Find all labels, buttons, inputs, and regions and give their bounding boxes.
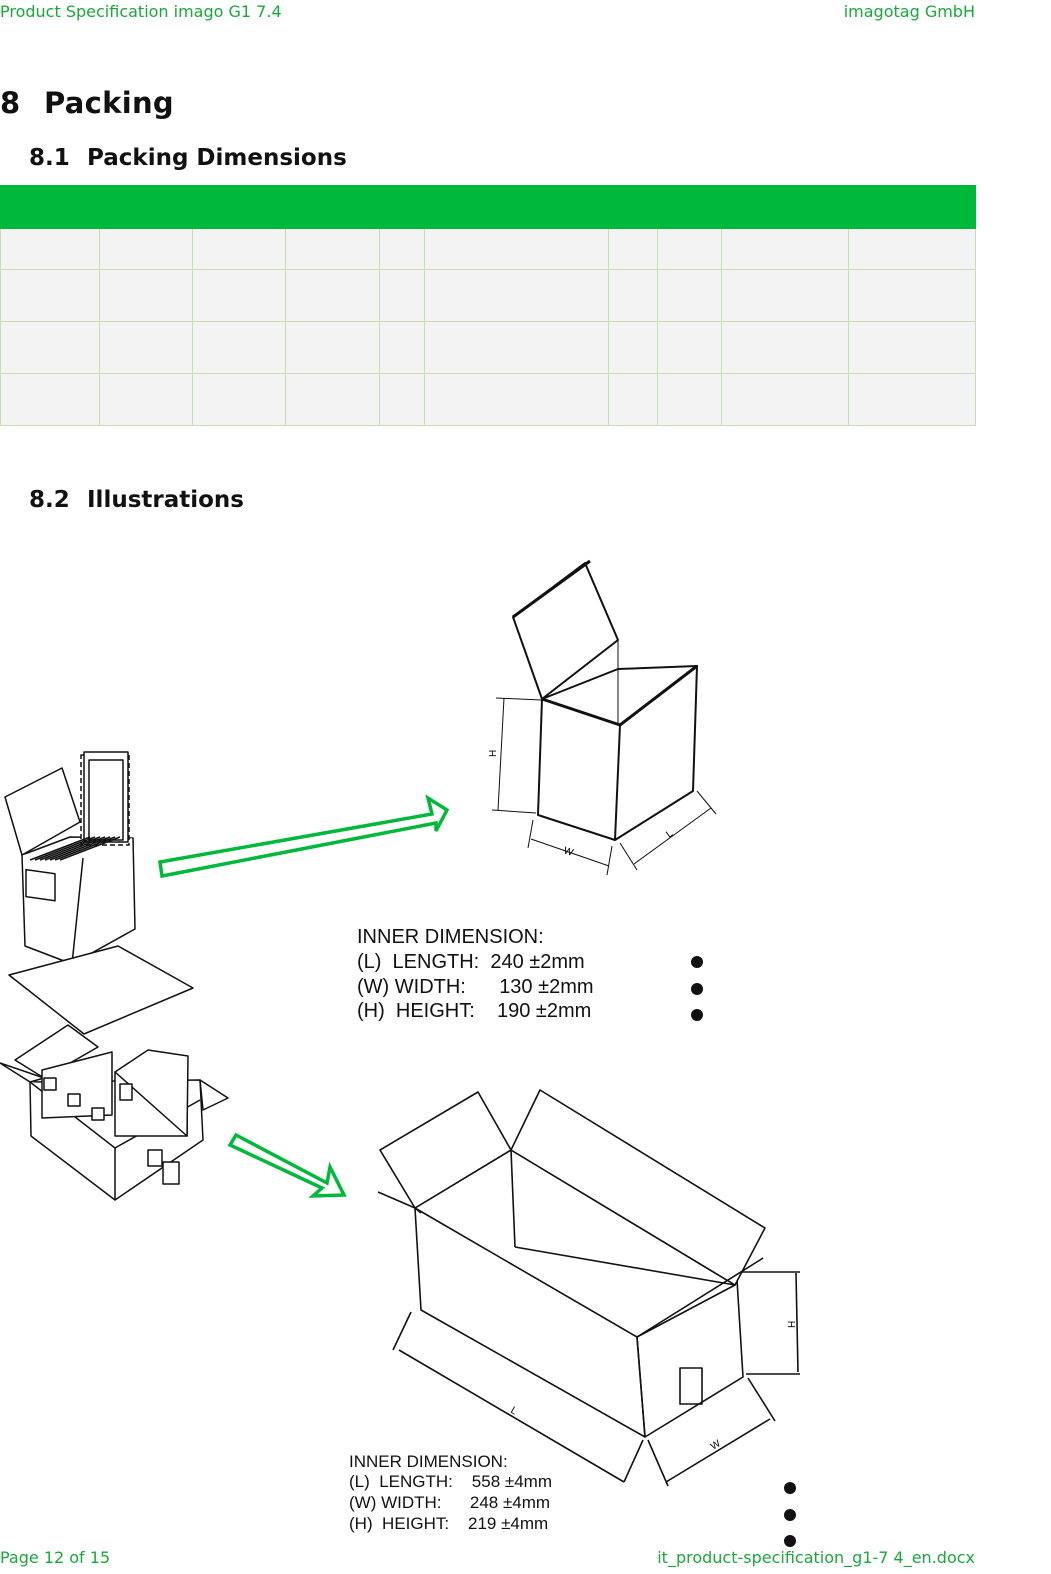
table-row (0, 373, 977, 426)
box-small-l-label: L (664, 828, 675, 840)
subsection-heading-illustrations: 8.2 Illustrations (29, 487, 244, 513)
inner-width: (W) WIDTH: 130 ±2mm (357, 976, 594, 998)
header-document-title: Product Specification imago G1 7.4 (0, 2, 282, 21)
section-title: Packing (44, 86, 174, 120)
packing-dimensions-table (0, 185, 977, 426)
arrow-icon (158, 794, 450, 1198)
subsection-number: 8.2 (29, 487, 70, 513)
subsection-number: 8.1 (29, 145, 70, 171)
inner-dimension-title: INNER DIMENSION: (357, 926, 544, 948)
section-number: 8 (0, 86, 21, 120)
box-small-h-label: H (488, 750, 499, 757)
table-row (0, 228, 977, 270)
table-row (0, 269, 977, 322)
box-large-h-label: H (787, 1321, 798, 1328)
section-heading-packing: 8 Packing (0, 86, 174, 120)
subsection-title: Illustrations (87, 487, 244, 513)
inner-height: (H) HEIGHT: 219 ±4mm (349, 1514, 548, 1533)
large-box-inner-dimension: INNER DIMENSION: (L) LENGTH: 558 ±4mm (W… (349, 1452, 552, 1533)
footer-page-number: Page 12 of 15 (0, 1548, 111, 1567)
footer-filename: it_product-specification_g1-7 4_en.docx (657, 1548, 975, 1567)
table-header-row (0, 185, 977, 229)
small-box-drawing (491, 559, 717, 876)
inner-dimension-title: INNER DIMENSION: (349, 1452, 508, 1471)
inner-length: (L) LENGTH: 558 ±4mm (349, 1472, 552, 1491)
box-large-l-label: L (509, 1405, 520, 1418)
label-carton-drawing (0, 751, 229, 1201)
header-company: imagotag GmbH (843, 2, 975, 21)
box-small-w-label: W (562, 845, 575, 859)
large-box-bullets (784, 1482, 796, 1547)
table-header-cell (0, 185, 977, 229)
inner-height: (H) HEIGHT: 190 ±2mm (357, 1000, 591, 1022)
small-box-inner-dimension: INNER DIMENSION: (L) LENGTH: 240 ±2mm (W… (357, 926, 594, 1022)
subsection-heading-packing-dimensions: 8.1 Packing Dimensions (29, 145, 347, 171)
subsection-title: Packing Dimensions (87, 145, 347, 171)
small-box-bullets (691, 956, 703, 1021)
large-box-drawing (377, 1089, 800, 1487)
box-large-w-label: W (709, 1438, 723, 1453)
inner-length: (L) LENGTH: 240 ±2mm (357, 951, 585, 973)
inner-width: (W) WIDTH: 248 ±4mm (349, 1493, 550, 1512)
table-row (0, 321, 977, 374)
